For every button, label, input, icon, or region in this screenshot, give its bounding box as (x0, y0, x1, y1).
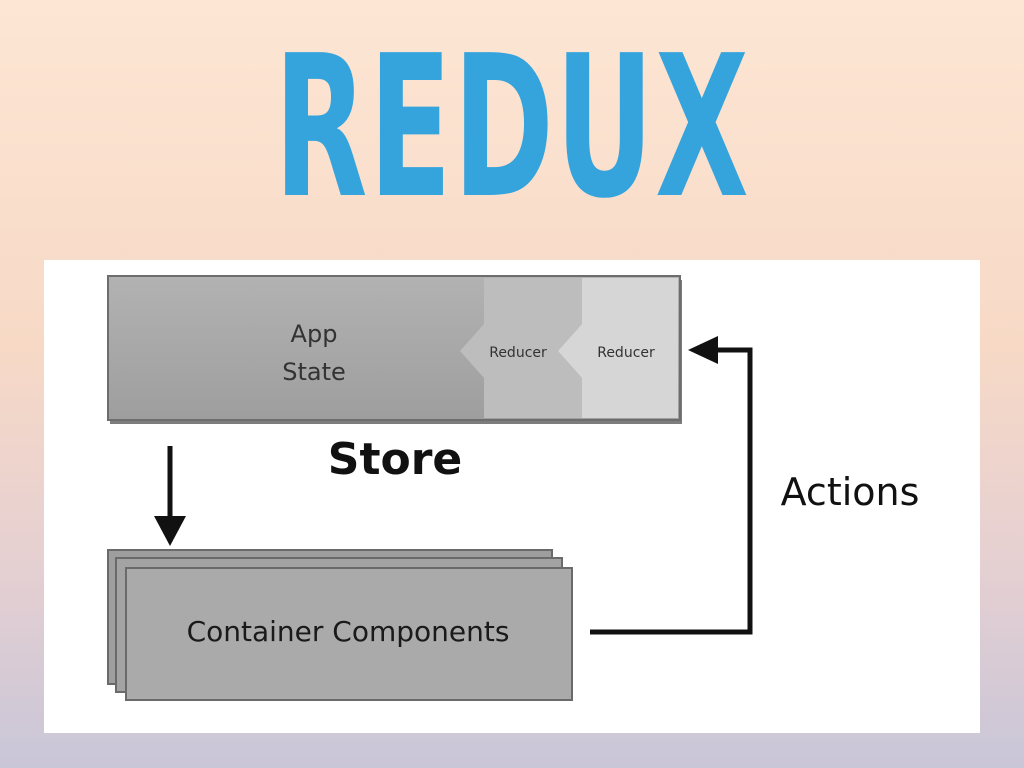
actions-arrow-path (590, 347, 753, 635)
actions-arrow (590, 336, 753, 635)
actions-label: Actions (781, 470, 920, 514)
down-arrow (154, 446, 186, 546)
down-arrow-head (154, 516, 186, 546)
app-state-line-1: App (291, 320, 338, 348)
redux-diagram: App State Reducer Reducer Store Containe… (107, 275, 920, 701)
reducer-shape-2 (558, 278, 678, 418)
actions-arrow-head (688, 336, 718, 364)
container-layer-front (125, 567, 573, 701)
store-box: App State Reducer Reducer (107, 275, 682, 424)
reducer-label-2: Reducer (597, 345, 655, 361)
reducer-label-1: Reducer (489, 345, 547, 361)
container-components-label: Container Components (187, 615, 510, 648)
store-label: Store (328, 434, 463, 485)
app-state-line-2: State (282, 358, 346, 386)
diagram-panel: App State Reducer Reducer Store Containe… (44, 260, 980, 733)
reducer-shape-1 (460, 278, 582, 418)
container-components-stack: Container Components (107, 549, 573, 701)
slide-title: REDUX (273, 14, 751, 242)
